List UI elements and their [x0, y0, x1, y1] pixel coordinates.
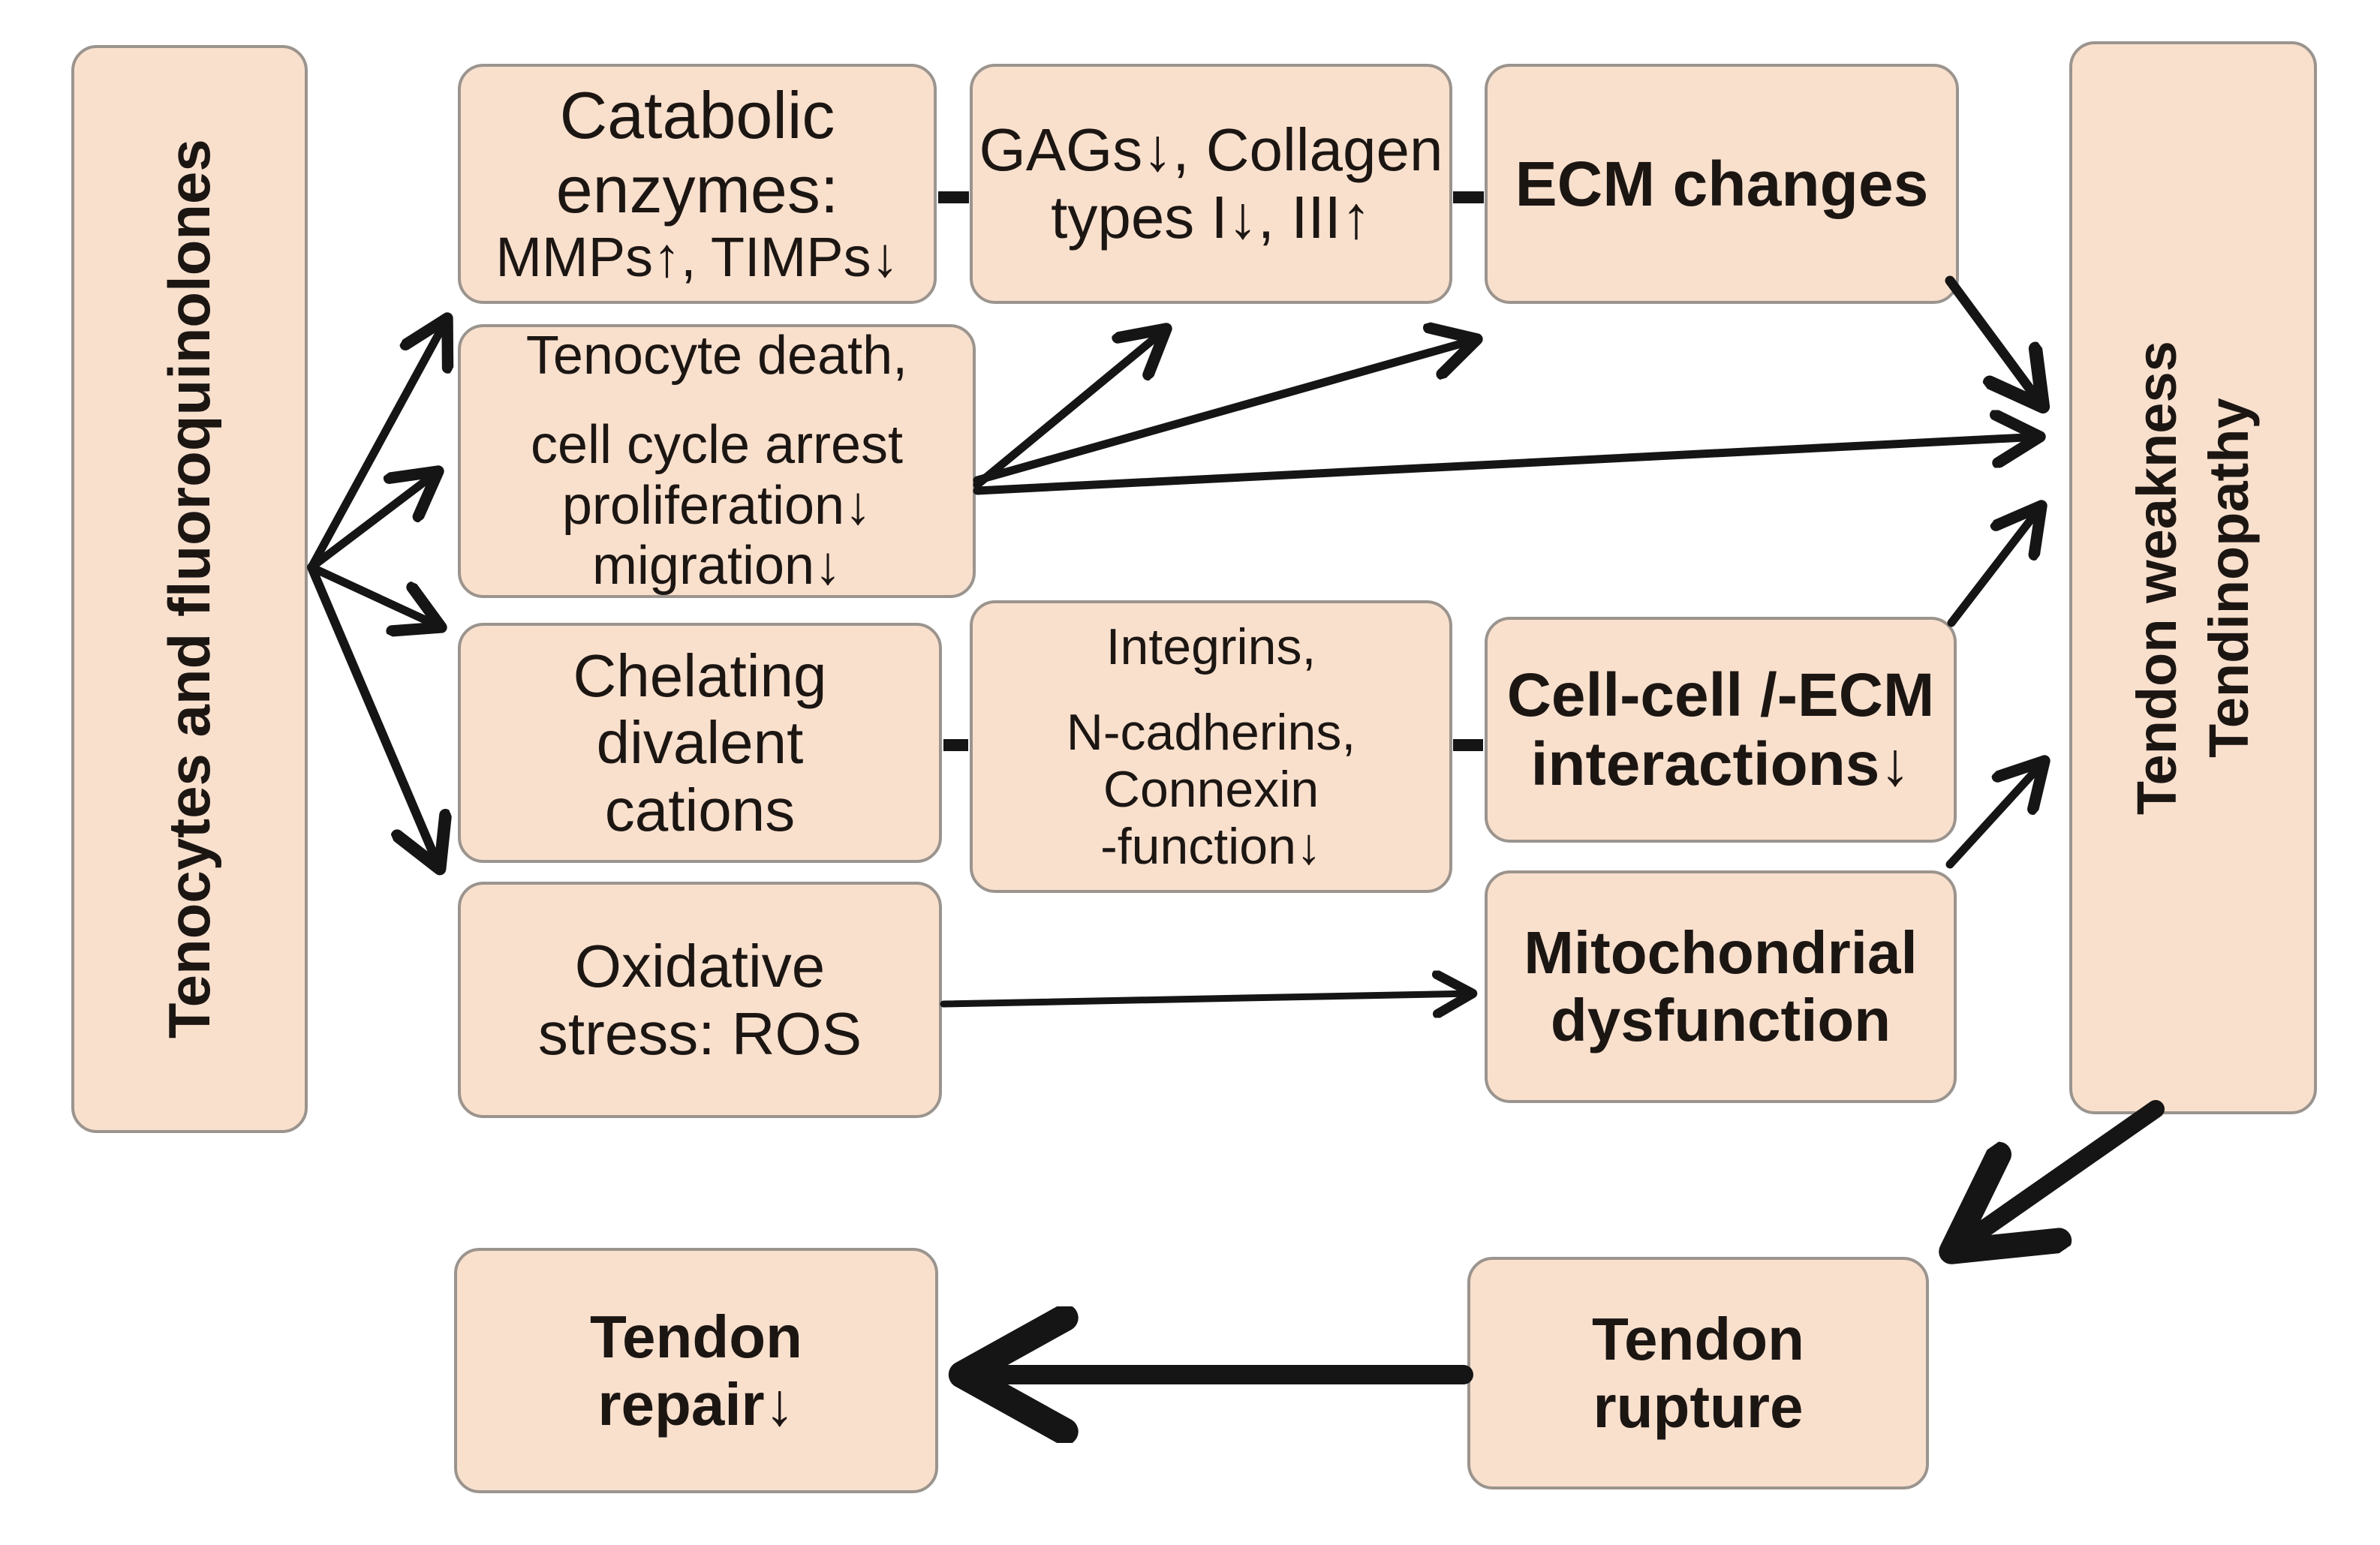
node-line: Tendon	[1592, 1306, 1804, 1373]
node-line: enzymes:	[555, 152, 839, 227]
node-line: Tendon weakness	[2125, 341, 2188, 815]
edge-mito-outcome	[1945, 761, 2045, 869]
node-line: MMPs↑, TIMPs↓	[495, 226, 899, 289]
node-line: interactions↓	[1530, 729, 1911, 798]
node-line: cations	[604, 776, 796, 843]
node-tendon-rupture: Tendon rupture	[1467, 1257, 1929, 1489]
node-tenocytes-fluoroquinolones: Tenocytes and fluoroquinolones	[71, 45, 308, 1133]
node-line: GAGs↓, Collagen	[979, 116, 1443, 184]
node-line: Chelating	[573, 642, 827, 709]
node-ecm-changes: ECM changes	[1485, 64, 1959, 304]
node-oxidative-stress: Oxidative stress: ROS	[458, 882, 942, 1118]
node-line: Catabolic	[559, 78, 835, 153]
edge-tenocyte-ecm	[973, 339, 1477, 485]
node-line: Tenocyte death,	[525, 326, 908, 386]
edge-outcome-rupture	[1951, 1100, 2165, 1252]
node-tenocyte-death: Tenocyte death, cell cycle arrest prolif…	[458, 324, 976, 598]
node-line: Connexin	[1103, 761, 1319, 818]
edge-source-oxidative	[307, 563, 440, 869]
node-line: Oxidative	[574, 932, 826, 999]
node-line: Cell-cell /-ECM	[1506, 660, 1935, 729]
node-label: ECM changes	[1515, 148, 1929, 219]
node-line: dysfunction	[1550, 987, 1891, 1054]
node-line: stress: ROS	[537, 999, 862, 1067]
node-gags-collagen: GAGs↓, Collagen types I↓, III↑	[970, 64, 1452, 304]
node-line: cell cycle arrest	[530, 414, 904, 475]
node-label: Tenocytes and fluoroquinolones	[155, 139, 222, 1039]
node-line: Integrins,	[1106, 618, 1316, 675]
node-line: N-cadherins,	[1066, 703, 1356, 761]
node-line: migration↓	[591, 536, 842, 597]
node-line: rupture	[1593, 1373, 1804, 1440]
node-line: proliferation↓	[561, 475, 872, 536]
edge-source-tenocyte	[307, 471, 438, 572]
node-mitochondrial-dysfunction: Mitochondrial dysfunction	[1485, 870, 1957, 1103]
node-chelating-cations: Chelating divalent cations	[458, 623, 942, 863]
node-line: types I↓, III↑	[1051, 184, 1371, 251]
edge-oxidative-mito	[940, 993, 1473, 1004]
edge-ecm-outcome	[1945, 275, 2043, 407]
node-line: Tendon	[590, 1303, 802, 1370]
edge-source-chelating	[307, 563, 441, 627]
edge-tenocyte-gags	[973, 329, 1166, 489]
node-catabolic-enzymes: Catabolic enzymes: MMPs↑, TIMPs↓	[458, 64, 937, 304]
node-line: Tendinopathy	[2198, 398, 2260, 758]
node-cell-cell-ecm-interactions: Cell-cell /-ECM interactions↓	[1485, 617, 1957, 843]
node-line: repair↓	[597, 1370, 795, 1438]
node-line: Mitochondrial	[1524, 919, 1918, 987]
node-integrins-cadherins-connexin: Integrins, N-cadherins, Connexin -functi…	[970, 600, 1452, 893]
edge-source-catabolic	[307, 318, 447, 572]
node-tendon-repair: Tendon repair↓	[454, 1248, 938, 1493]
edge-tenocyte-outcome	[973, 437, 2040, 495]
edge-cellcell-outcome	[1947, 506, 2042, 627]
node-line: divalent	[596, 709, 804, 777]
node-tendon-weakness-tendinopathy: Tendon weakness Tendinopathy	[2069, 41, 2317, 1114]
node-line: -function↓	[1100, 818, 1322, 876]
